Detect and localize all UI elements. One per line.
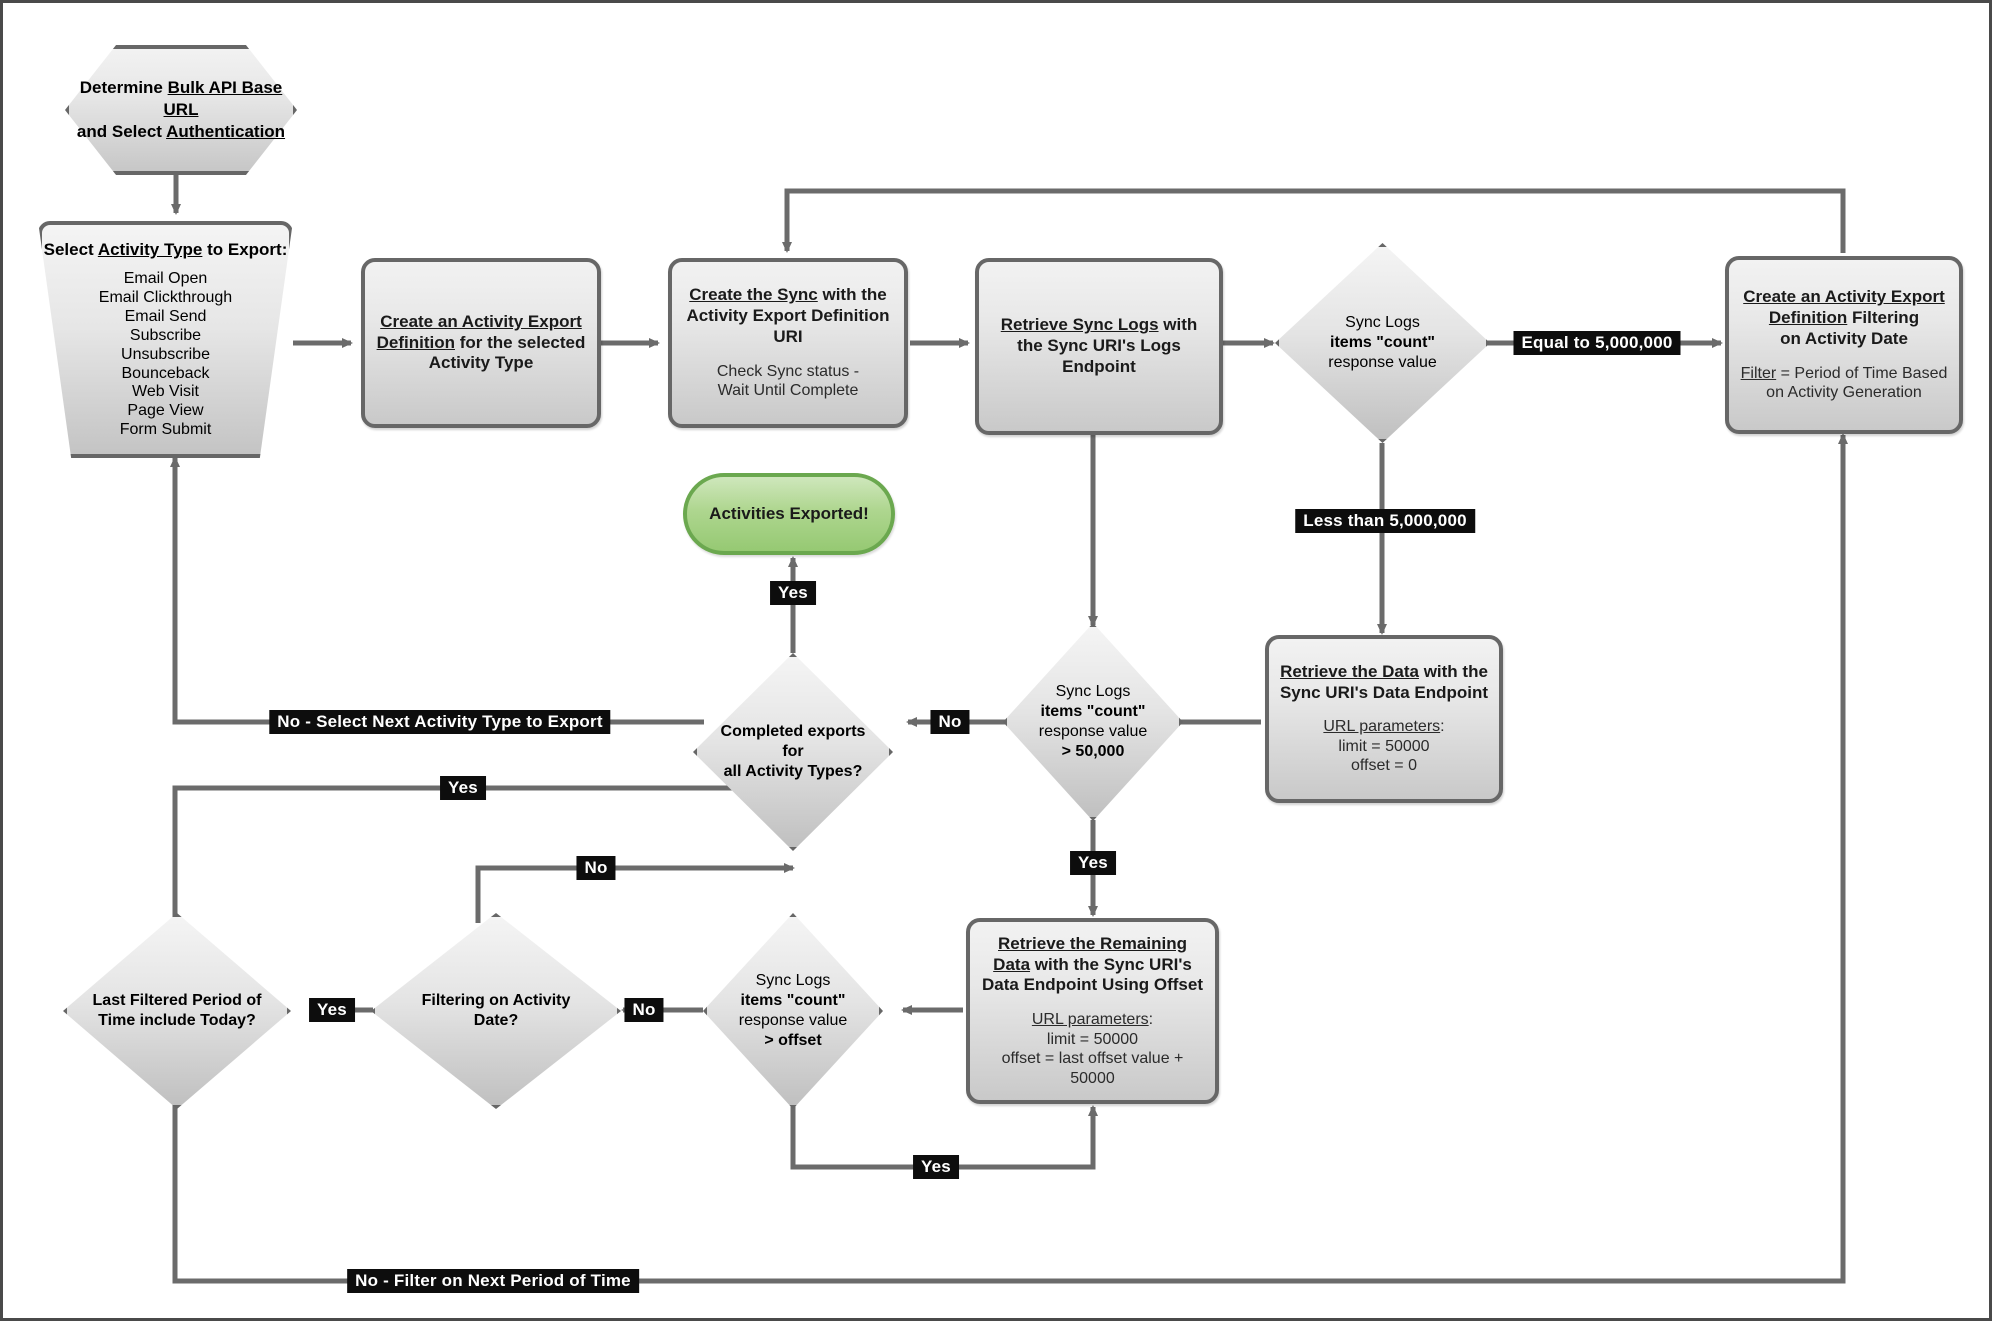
node-decision-last-filtered-period-label: Last Filtered Period of Time include Tod…	[88, 991, 266, 1031]
trapezoid-shape	[38, 221, 293, 458]
node-decision-count-gt-offset[interactable]: Sync Logs items "count" response value >…	[703, 913, 883, 1109]
decision-line-4: > 50,000	[1061, 743, 1125, 760]
edge-label-less-than-5000000: Less than 5,000,000	[1295, 509, 1475, 533]
filter-underline: Filter	[1740, 364, 1777, 382]
node-determine-base-url[interactable]: Determine Bulk API Base URL and Select A…	[65, 45, 297, 175]
node-decision-filtering-on-activity-date-label: Filtering on Activity Date?	[399, 991, 594, 1031]
edge-label-yes-last-filtered-to-completed: Yes	[440, 776, 486, 800]
node-activities-exported[interactable]: Activities Exported!	[683, 473, 895, 555]
create-export-filter-underline-2: Definition	[1768, 308, 1848, 328]
list-item: Email Clickthrough	[98, 289, 233, 307]
node-retrieve-the-data-params: URL parameters: limit = 50000 offset = 0	[1323, 718, 1445, 775]
list-item: Unsubscribe	[121, 345, 210, 363]
decision-line-3: response value	[1038, 723, 1148, 740]
check-sync-status-line1: Check Sync status -	[716, 362, 860, 380]
activity-type-underline: Activity Type	[97, 239, 203, 259]
node-decision-count-gt-50000[interactable]: Sync Logs items "count" response value >…	[1003, 623, 1183, 821]
list-item: Bounceback	[121, 364, 210, 382]
node-create-export-definition-filtering-sub: Filter = Period of Time Based on Activit…	[1740, 364, 1948, 402]
node-create-sync[interactable]: Create the Sync with the Activity Export…	[668, 258, 908, 428]
node-create-export-definition-label: Create an Activity Export Definition for…	[376, 311, 586, 373]
decision-line-2: items "count"	[740, 992, 846, 1009]
node-determine-base-url-label: Determine Bulk API Base URL and Select A…	[76, 77, 286, 142]
hexagon-shape	[65, 45, 297, 175]
activity-type-list: Email Open Email Clickthrough Email Send…	[44, 270, 288, 440]
node-decision-completed-exports[interactable]: Completed exports for all Activity Types…	[693, 653, 893, 851]
list-item: Subscribe	[129, 326, 202, 344]
node-create-export-definition-filtering[interactable]: Create an Activity Export Definition Fil…	[1725, 256, 1963, 434]
param-offset: offset = 0	[1351, 757, 1417, 775]
decision-line-2: Time include Today?	[98, 1012, 256, 1029]
param-offset: offset = last offset value + 50000	[1001, 1050, 1184, 1087]
retrieve-remaining-data-underline: Retrieve the Remaining Data	[993, 933, 1187, 974]
edge-label-no-select-next-activity-type: No - Select Next Activity Type to Export	[269, 710, 611, 734]
node-retrieve-the-data[interactable]: Retrieve the Data with the Sync URI's Da…	[1265, 635, 1503, 803]
url-parameters-underline: URL parameters	[1323, 718, 1441, 736]
retrieve-the-data-underline: Retrieve the Data	[1280, 661, 1419, 681]
node-retrieve-sync-logs[interactable]: Retrieve Sync Logs with the Sync URI's L…	[975, 258, 1223, 435]
bulk-api-base-url-underline: Bulk API Base URL	[163, 77, 283, 119]
node-activities-exported-label: Activities Exported!	[709, 504, 869, 523]
edge-label-no-to-completed-exports: No	[930, 710, 970, 734]
select-activity-type-title: Select Activity Type to Export:	[43, 239, 288, 259]
retrieve-sync-logs-underline: Retrieve Sync Logs	[1000, 315, 1159, 335]
list-item: Web Visit	[132, 383, 199, 401]
param-limit: limit = 50000	[1046, 1030, 1139, 1048]
decision-line-1: Completed exports for	[720, 723, 866, 760]
decision-line-1: Filtering on Activity Date?	[421, 992, 571, 1029]
node-retrieve-sync-logs-label: Retrieve Sync Logs with the Sync URI's L…	[1000, 315, 1198, 376]
node-create-export-definition[interactable]: Create an Activity Export Definition for…	[361, 258, 601, 428]
node-decision-sync-logs-count-5m-label: Sync Logs items "count" response value	[1299, 313, 1467, 373]
decision-line-1: Last Filtered Period of	[92, 992, 262, 1009]
node-decision-last-filtered-period[interactable]: Last Filtered Period of Time include Tod…	[63, 913, 291, 1109]
param-limit: limit = 50000	[1338, 737, 1430, 755]
node-decision-sync-logs-count-5m[interactable]: Sync Logs items "count" response value	[1275, 243, 1490, 443]
node-select-activity-type-content: Select Activity Type to Export: Email Op…	[44, 239, 288, 440]
url-parameters-underline: URL parameters	[1031, 1011, 1149, 1029]
authentication-underline: Authentication	[166, 122, 286, 142]
node-create-export-definition-filtering-label: Create an Activity Export Definition Fil…	[1743, 287, 1945, 348]
decision-line-2: all Activity Types?	[723, 763, 863, 780]
connector-layer	[170, 175, 1848, 1284]
edge-label-no-gt-offset: No	[624, 998, 664, 1022]
node-create-sync-label: Create the Sync with the Activity Export…	[686, 285, 890, 346]
create-export-definition-underline: Create an Activity Export Definition	[376, 311, 582, 352]
decision-line-1: Sync Logs	[1345, 314, 1420, 331]
decision-line-3: response value	[738, 1012, 848, 1029]
create-the-sync-underline: Create the Sync	[689, 285, 818, 305]
list-item: Email Send	[124, 307, 207, 325]
node-select-activity-type[interactable]: Select Activity Type to Export: Email Op…	[38, 221, 293, 458]
node-decision-filtering-on-activity-date[interactable]: Filtering on Activity Date?	[371, 913, 621, 1109]
node-retrieve-remaining-data-label: Retrieve the Remaining Data with the Syn…	[982, 933, 1203, 995]
node-retrieve-the-data-label: Retrieve the Data with the Sync URI's Da…	[1279, 661, 1489, 702]
edge-label-yes-filtering-on-activity-date: Yes	[309, 998, 355, 1022]
list-item: Page View	[127, 402, 204, 420]
node-decision-completed-exports-label: Completed exports for all Activity Types…	[715, 722, 871, 782]
decision-line-1: Sync Logs	[1055, 683, 1131, 700]
edge-label-yes-loop-remaining-data: Yes	[913, 1155, 959, 1179]
list-item: Email Open	[123, 270, 208, 288]
node-create-sync-sub: Check Sync status - Wait Until Complete	[717, 362, 859, 401]
check-sync-status-line2: Wait Until Complete	[717, 382, 859, 400]
edge-label-yes-to-exported: Yes	[770, 581, 816, 605]
decision-line-2: items "count"	[1040, 703, 1146, 720]
edge-label-no-filtering-to-completed: No	[576, 856, 616, 880]
decision-line-1: Sync Logs	[755, 972, 831, 989]
node-retrieve-remaining-data-params: URL parameters: limit = 50000 offset = l…	[980, 1010, 1205, 1088]
edge-label-yes-gt-50000: Yes	[1070, 851, 1116, 875]
decision-line-4: > offset	[764, 1032, 822, 1049]
list-item: Form Submit	[119, 421, 212, 439]
edge-label-equal-5000000: Equal to 5,000,000	[1513, 331, 1681, 355]
node-retrieve-remaining-data[interactable]: Retrieve the Remaining Data with the Syn…	[966, 918, 1219, 1104]
node-decision-count-gt-50000-label: Sync Logs items "count" response value >…	[1023, 682, 1163, 762]
edge-label-no-filter-next-period: No - Filter on Next Period of Time	[347, 1269, 639, 1293]
decision-line-3: response value	[1328, 354, 1437, 371]
decision-line-2: items "count"	[1330, 334, 1435, 351]
node-decision-count-gt-offset-label: Sync Logs items "count" response value >…	[723, 971, 863, 1051]
create-export-filter-underline-1: Create an Activity Export	[1743, 287, 1945, 307]
